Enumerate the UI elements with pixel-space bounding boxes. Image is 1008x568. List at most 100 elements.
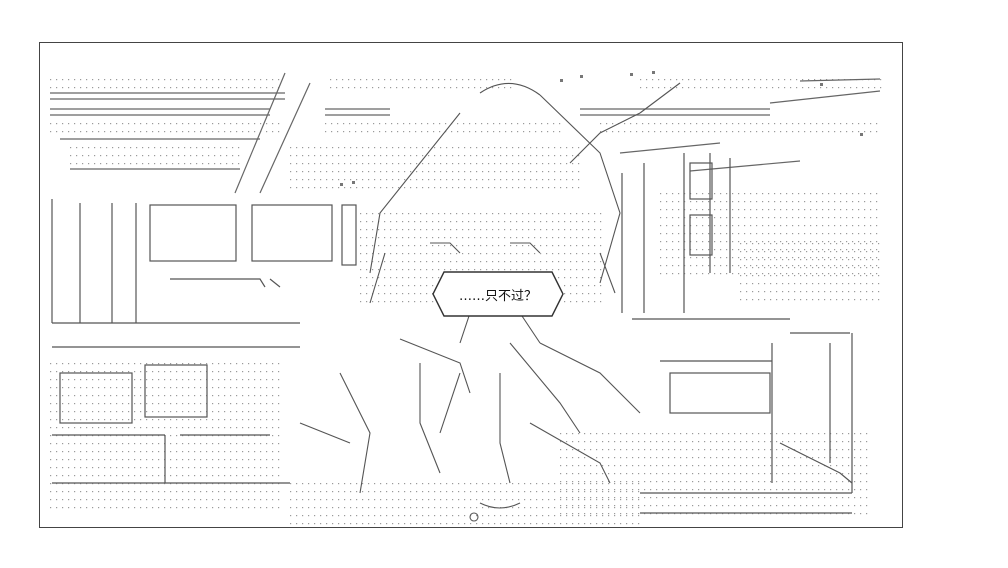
texture-dot [770, 299, 772, 301]
texture-dot [434, 171, 436, 173]
texture-dot [427, 131, 429, 133]
texture-dot [822, 123, 824, 125]
texture-dot [788, 481, 790, 483]
texture-dot [594, 221, 596, 223]
texture-dot [768, 249, 770, 251]
texture-dot [802, 87, 804, 89]
texture-dot [260, 363, 262, 365]
texture-dot [266, 87, 268, 89]
texture-dot [752, 291, 754, 293]
texture-dot [421, 131, 423, 133]
texture-dot [320, 491, 322, 493]
texture-dot [782, 497, 784, 499]
texture-dot [446, 507, 448, 509]
texture-dot [242, 451, 244, 453]
texture-dot [366, 301, 368, 303]
texture-dot [566, 507, 568, 509]
texture-dot [822, 257, 824, 259]
texture-dot [830, 243, 832, 245]
texture-dot [278, 475, 280, 477]
texture-dot [372, 245, 374, 247]
texture-dot [212, 403, 214, 405]
texture-dot [732, 225, 734, 227]
texture-dot [432, 87, 434, 89]
texture-dot [788, 489, 790, 491]
texture-dot [170, 451, 172, 453]
texture-dot [152, 387, 154, 389]
texture-dot [92, 131, 94, 133]
texture-dot [548, 507, 550, 509]
texture-dot [188, 451, 190, 453]
texture-dot [494, 171, 496, 173]
texture-dot [876, 209, 878, 211]
texture-dot [588, 261, 590, 263]
texture-dot [74, 459, 76, 461]
texture-dot [872, 243, 874, 245]
texture-dot [368, 483, 370, 485]
texture-dot [518, 515, 520, 517]
texture-dot [190, 163, 192, 165]
texture-dot [712, 79, 714, 81]
texture-dot [390, 253, 392, 255]
texture-dot [498, 253, 500, 255]
texture-dot [752, 243, 754, 245]
texture-dot [762, 257, 764, 259]
texture-dot [872, 283, 874, 285]
texture-dot [332, 187, 334, 189]
texture-dot [800, 505, 802, 507]
texture-dot [232, 155, 234, 157]
texture-dot [481, 131, 483, 133]
texture-dot [432, 79, 434, 81]
texture-dot [554, 155, 556, 157]
texture-dot [818, 259, 820, 261]
texture-dot [800, 259, 802, 261]
texture-dot [848, 489, 850, 491]
texture-dot [188, 371, 190, 373]
texture-dot [116, 371, 118, 373]
speech-bubble-outline [432, 271, 564, 317]
texture-dot [440, 155, 442, 157]
texture-dot [493, 131, 495, 133]
texture-dot [122, 363, 124, 365]
texture-dot [588, 221, 590, 223]
texture-dot [146, 467, 148, 469]
texture-dot [644, 489, 646, 491]
texture-dot [134, 87, 136, 89]
texture-dot [200, 491, 202, 493]
texture-dot [856, 87, 858, 89]
texture-dot [584, 489, 586, 491]
texture-dot [242, 491, 244, 493]
texture-dot [242, 87, 244, 89]
texture-dot [522, 269, 524, 271]
texture-dot [830, 251, 832, 253]
texture-dot [614, 499, 616, 501]
texture-dot [404, 163, 406, 165]
texture-dot [770, 243, 772, 245]
texture-dot [182, 467, 184, 469]
texture-dot [786, 257, 788, 259]
texture-dot [796, 79, 798, 81]
texture-dot [582, 229, 584, 231]
texture-dot [326, 483, 328, 485]
texture-dot [152, 87, 154, 89]
texture-dot [558, 245, 560, 247]
scattered-marks [340, 71, 863, 186]
texture-dot [356, 491, 358, 493]
texture-dot [680, 433, 682, 435]
texture-dot [576, 277, 578, 279]
texture-dot [82, 155, 84, 157]
texture-dot [416, 179, 418, 181]
texture-dot [68, 363, 70, 365]
texture-dot [128, 387, 130, 389]
texture-dot [506, 187, 508, 189]
texture-dot [776, 291, 778, 293]
texture-dot [578, 147, 580, 149]
texture-dot [206, 419, 208, 421]
texture-dot [122, 411, 124, 413]
texture-dot [236, 507, 238, 509]
left-building-windows [51, 199, 357, 484]
texture-dot [800, 243, 802, 245]
texture-dot [602, 489, 604, 491]
texture-dot [578, 489, 580, 491]
texture-dot [620, 515, 622, 517]
